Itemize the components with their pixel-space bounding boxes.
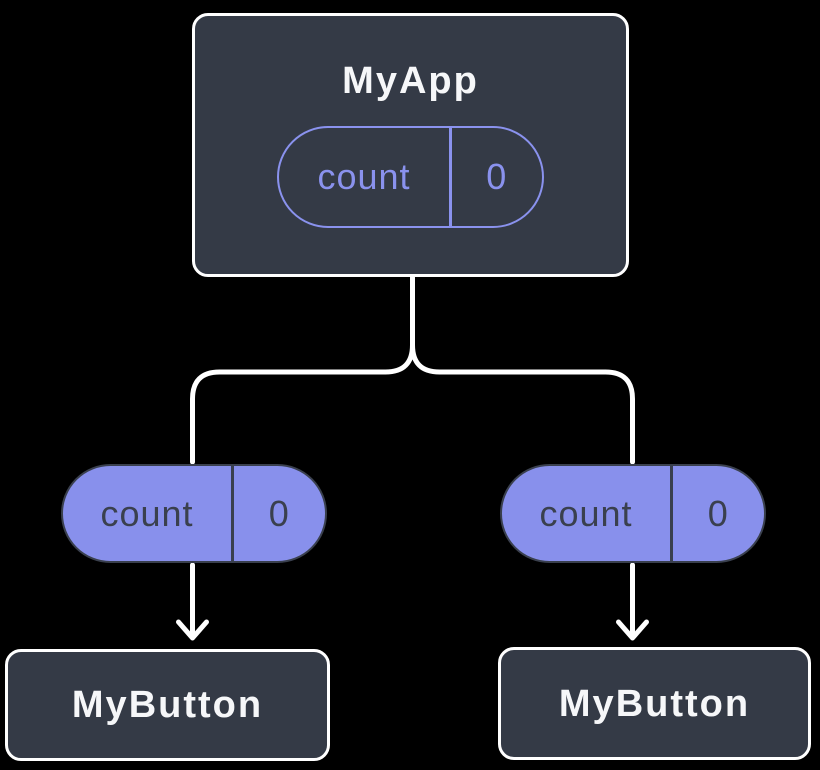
node-mybutton-right: MyButton [498,647,811,760]
node-mybutton-left: MyButton [5,649,330,761]
prop-pill-divider [231,466,234,561]
left-prop-arrowhead [176,619,209,641]
prop-pill-right-child: count 0 [500,464,766,563]
node-title: MyApp [342,60,479,102]
prop-label: count [100,492,194,534]
node-title: MyButton [558,682,751,725]
prop-label: count [539,492,633,534]
state-pill: count 0 [277,126,544,228]
root-to-left-child-connector [190,275,415,465]
node-title: MyButton [71,684,264,726]
state-label: count [317,156,411,197]
state-pill-divider [449,128,452,226]
prop-pill-divider [670,466,673,561]
state-value: 0 [486,156,508,197]
prop-pill-left-child: count 0 [61,464,327,563]
node-myapp: MyApp count 0 [192,13,629,277]
root-to-right-child-connector [410,275,635,465]
prop-value: 0 [268,492,290,534]
right-prop-arrowhead [616,619,649,641]
prop-value: 0 [707,492,729,534]
